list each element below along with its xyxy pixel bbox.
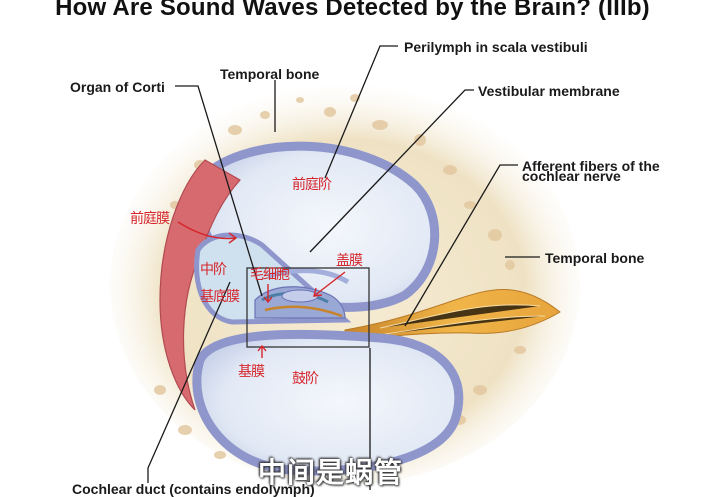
note-hair-cells: 毛细胞 [250,267,290,283]
video-subtitle: 中间是蜗管 [258,456,404,489]
note-scala-vestibuli: 前庭阶 [292,177,332,193]
detail-box [246,267,370,348]
arrow-basilar [257,344,267,358]
note-basilar-membrane: 基底膜 [200,289,240,305]
arrow-vestibular-membrane [177,221,238,244]
note-tectorial-membrane: 盖膜 [336,253,363,269]
arrow-tectorial [313,271,346,297]
note-basilar-membrane-below: 基膜 [238,364,265,380]
label-organ-of-corti: Organ of Corti [70,79,165,95]
page-title: How Are Sound Waves Detected by the Brai… [55,0,650,21]
note-scala-media: 中阶 [200,262,227,278]
tectorial-membrane [267,268,350,285]
leader-vestibular-membrane [309,89,474,253]
organ-of-corti [254,286,346,319]
leader-organ-of-corti [175,85,263,297]
arrow-hair-cells [263,284,273,304]
label-perilymph-scala-vestibuli: Perilymph in scala vestibuli [404,39,588,55]
label-afferent-fibers-line1: Afferent fibers of the [522,158,660,174]
label-temporal-bone-right: Temporal bone [545,250,645,266]
bone-pores [154,94,534,459]
note-vestibular-membrane: 前庭膜 [130,211,170,227]
label-temporal-bone-top: Temporal bone [220,66,320,82]
note-scala-tympani: 鼓阶 [292,371,319,387]
label-vestibular-membrane: Vestibular membrane [478,83,620,99]
leader-afferent-fibers [404,164,518,327]
scala-tympani [192,329,464,476]
label-afferent-fibers-line2: cochlear nerve [522,168,621,184]
leader-cochlear-duct [147,281,231,483]
leader-perilymph [324,45,398,179]
